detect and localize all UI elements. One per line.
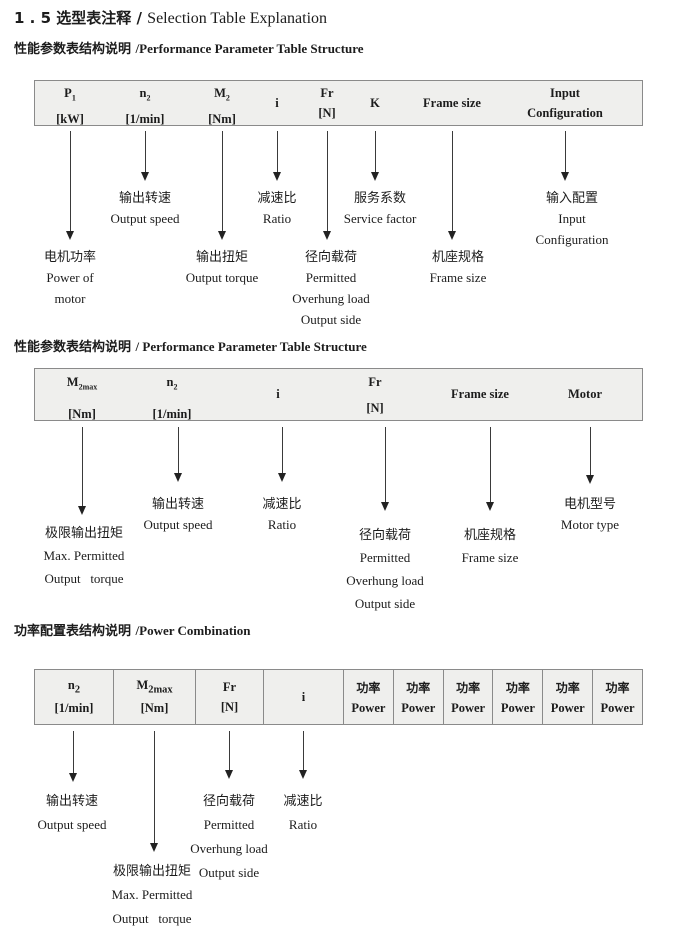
down-arrow-icon [299,731,307,779]
down-arrow-icon [78,427,86,515]
s1-col-k: K [370,96,380,110]
down-arrow-icon [141,131,149,181]
down-arrow-icon [218,131,226,240]
section1-heading-zh: 性能参数表结构说明 [14,42,136,57]
s2-col-frame-size: Frame size [451,387,509,401]
s1-col-n2: n2[1/min] [125,86,165,126]
section2-table [34,368,643,421]
page-title-zh: 1 . 5 选型表注释 / [14,9,148,27]
section2-heading: 性能参数表结构说明 / Performance Parameter Table … [14,336,367,355]
down-arrow-icon [273,131,281,181]
section3-heading-en: /Power Combination [135,623,251,638]
s2-col-m2max: M2max[Nm] [66,375,98,421]
down-arrow-icon [174,427,182,482]
down-arrow-icon [371,131,379,181]
down-arrow-icon [486,427,494,511]
down-arrow-icon [225,731,233,779]
s2-col-fr: Fr[N] [366,375,384,415]
section1-table [34,80,643,126]
s2-col-n2: n2[1/min] [152,375,192,421]
down-arrow-icon [150,731,158,852]
s3-col-i: i [264,670,344,724]
s3-col-m2max: M2max[Nm] [114,670,196,724]
down-arrow-icon [323,131,331,240]
down-arrow-icon [381,427,389,511]
section3-heading-zh: 功率配置表结构说明 [14,624,136,639]
down-arrow-icon [66,131,74,240]
s2-col-i: i [276,387,280,401]
down-arrow-icon [69,731,77,782]
section3-heading: 功率配置表结构说明 /Power Combination [14,620,251,639]
section2-heading-en: / Performance Parameter Table Structure [135,339,367,354]
s1-col-i: i [275,96,279,110]
down-arrow-icon [278,427,286,482]
s2-col-motor: Motor [567,387,603,401]
page-title-en: Selection Table Explanation [147,10,328,27]
down-arrow-icon [448,131,456,240]
s3-col-fr: Fr[N] [196,670,264,724]
s1-col-p1: P1[kW] [56,86,84,126]
s3-col-n2: n2[1/min] [35,670,114,724]
section1-heading: 性能参数表结构说明 /Performance Parameter Table S… [14,38,364,57]
page-title: 1 . 5 选型表注释 / Selection Table Explanatio… [14,7,327,28]
down-arrow-icon [586,427,594,484]
down-arrow-icon [561,131,569,181]
s1-col-frame-size: Frame size [423,96,481,110]
section2-heading-zh: 性能参数表结构说明 [14,340,136,355]
s1-col-m2: M2[Nm] [208,86,236,126]
s1-col-fr: Fr[N] [318,86,336,120]
section1-heading-en: /Performance Parameter Table Structure [135,41,364,56]
